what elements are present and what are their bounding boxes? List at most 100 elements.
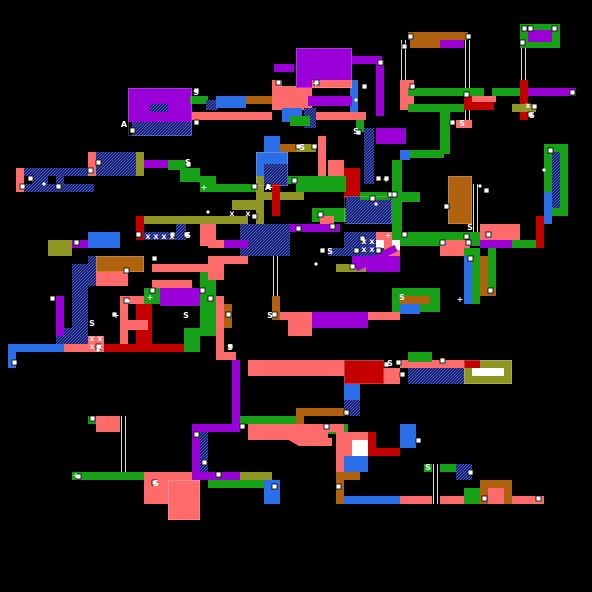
map-room-119 — [216, 352, 236, 360]
gate-marker-7: x — [361, 245, 367, 254]
map-room-42 — [512, 104, 536, 112]
map-room-156 — [384, 368, 400, 384]
map-room-157 — [400, 360, 464, 368]
room-outline-6 — [344, 360, 384, 384]
map-room-23 — [376, 128, 406, 144]
map-room-117 — [208, 264, 224, 280]
door-73 — [239, 423, 246, 430]
map-room-17 — [312, 80, 352, 88]
map-room-173 — [368, 432, 376, 456]
map-room-80 — [144, 160, 168, 168]
map-room-105 — [128, 296, 148, 304]
map-room-85 — [232, 200, 256, 210]
door-28 — [251, 213, 258, 220]
map-room-16 — [350, 80, 358, 116]
door-20 — [311, 143, 318, 150]
door-64 — [383, 361, 390, 368]
door-15 — [531, 103, 538, 110]
map-room-165 — [344, 384, 360, 400]
door-77 — [89, 415, 96, 422]
map-room-141 — [512, 240, 544, 248]
door-60 — [443, 203, 450, 210]
map-room-4 — [150, 104, 168, 112]
map-room-35 — [472, 96, 496, 102]
door-67 — [399, 371, 406, 378]
door-33 — [185, 161, 192, 168]
map-room-166 — [296, 408, 344, 416]
map-room-176 — [408, 432, 416, 448]
item-marker-6: + — [457, 295, 464, 304]
door-84 — [375, 247, 382, 254]
map-room-144 — [552, 152, 560, 208]
map-room-192 — [120, 416, 128, 472]
room-outline-2 — [296, 48, 352, 88]
map-room-138 — [480, 256, 488, 296]
door-21 — [355, 129, 362, 136]
door-90 — [463, 233, 470, 240]
save-point-marker-13: S — [153, 479, 159, 488]
door-10 — [409, 83, 416, 90]
door-5 — [313, 79, 320, 86]
point-dot-4 — [542, 168, 546, 172]
door-25 — [369, 195, 376, 202]
door-83 — [391, 191, 398, 198]
gate-marker-3: x — [161, 232, 167, 241]
item-marker-2: + — [201, 183, 208, 192]
door-52 — [227, 343, 234, 350]
map-room-14 — [352, 56, 382, 64]
map-room-45 — [400, 150, 444, 158]
elevator-marker-1: A — [121, 120, 128, 129]
map-room-132 — [472, 184, 480, 232]
map-room-64 — [320, 216, 334, 226]
point-dot-3 — [478, 184, 482, 188]
map-room-137 — [464, 256, 472, 304]
door-9 — [465, 33, 472, 40]
map-room-142 — [536, 216, 544, 248]
room-outline-4 — [344, 196, 392, 224]
door-76 — [215, 471, 222, 478]
map-room-83 — [200, 176, 216, 192]
map-room-148 — [400, 304, 420, 314]
door-74 — [193, 431, 200, 438]
map-room-202 — [240, 472, 272, 480]
door-16 — [463, 91, 470, 98]
save-point-marker-12: S — [183, 311, 189, 320]
door-65 — [395, 359, 402, 366]
map-room-98 — [56, 296, 64, 336]
save-point-marker-17: S — [399, 293, 405, 302]
map-room-178 — [336, 472, 360, 480]
map-room-27 — [402, 42, 408, 102]
door-38 — [87, 167, 94, 174]
save-point-marker-8: S — [267, 311, 273, 320]
gate-marker-1: x — [145, 232, 151, 241]
map-room-29 — [440, 40, 470, 48]
gate-marker-9: x — [89, 334, 95, 343]
map-room-18 — [308, 96, 352, 106]
door-80 — [467, 469, 474, 476]
item-marker-8: + — [267, 183, 274, 192]
map-room-58 — [256, 176, 264, 192]
map-room-91 — [48, 240, 72, 256]
item-marker-7: + — [385, 231, 392, 240]
map-room-161 — [472, 368, 504, 376]
map-room-71 — [16, 168, 24, 192]
map-room-15 — [376, 60, 384, 116]
map-room-22 — [356, 120, 364, 132]
door-14 — [569, 89, 576, 96]
point-dot-2 — [354, 98, 358, 102]
door-78 — [75, 473, 82, 480]
map-room-183 — [432, 464, 440, 504]
map-room-70 — [264, 144, 280, 152]
room-outline-9 — [96, 256, 144, 272]
door-69 — [343, 409, 350, 416]
save-point-marker-15: S — [387, 359, 393, 368]
map-room-103 — [104, 344, 184, 352]
point-dot-6 — [314, 262, 318, 266]
map-room-147 — [400, 296, 430, 304]
gate-marker-13: x — [229, 209, 235, 218]
door-32 — [329, 223, 336, 230]
map-room-46 — [400, 150, 410, 160]
door-81 — [535, 495, 542, 502]
door-88 — [349, 263, 356, 270]
door-3 — [129, 127, 136, 134]
